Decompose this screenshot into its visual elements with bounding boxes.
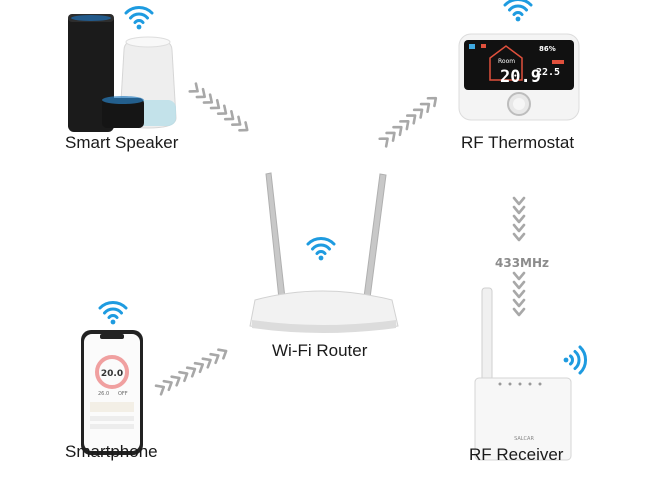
phone-screen-b: OFF	[118, 391, 128, 397]
router-image	[249, 172, 399, 333]
connection-phone-router	[154, 345, 230, 396]
wifi-icon	[562, 345, 588, 375]
smartphone-label: Smartphone	[65, 442, 158, 461]
phone-screen-a: 26.0	[98, 391, 109, 397]
phone-screen-temp: 20.0	[101, 369, 123, 379]
thermostat-screen-room: Room	[498, 58, 515, 65]
thermostat-screen-temp: 20.9	[500, 67, 541, 87]
wifi-icon	[306, 236, 336, 262]
thermostat-screen-pct: 86%	[539, 45, 556, 53]
connection-speaker-router	[188, 82, 252, 136]
connection-thermostat-receiver-lower	[512, 271, 526, 317]
connection-router-thermostat	[378, 93, 441, 148]
smart-speaker-label: Smart Speaker	[65, 133, 179, 152]
frequency-label: 433MHz	[495, 256, 550, 270]
wifi-icon	[503, 0, 533, 23]
smart-speaker-image	[68, 14, 177, 132]
receiver-label: RF Receiver	[469, 445, 564, 464]
receiver-brand: SALCAR	[514, 436, 534, 442]
thermostat-image: 20.9 Room 86% 22.5	[458, 33, 580, 121]
connection-thermostat-receiver-upper	[512, 196, 526, 242]
thermostat-screen-small: 22.5	[536, 67, 560, 78]
wifi-icon	[124, 5, 154, 31]
router-label: Wi-Fi Router	[272, 341, 368, 360]
wifi-icon	[98, 300, 128, 326]
thermostat-label: RF Thermostat	[461, 133, 575, 152]
smartphone-image: 20.0 26.0 OFF	[81, 330, 143, 455]
receiver-image: SALCAR	[474, 287, 572, 461]
